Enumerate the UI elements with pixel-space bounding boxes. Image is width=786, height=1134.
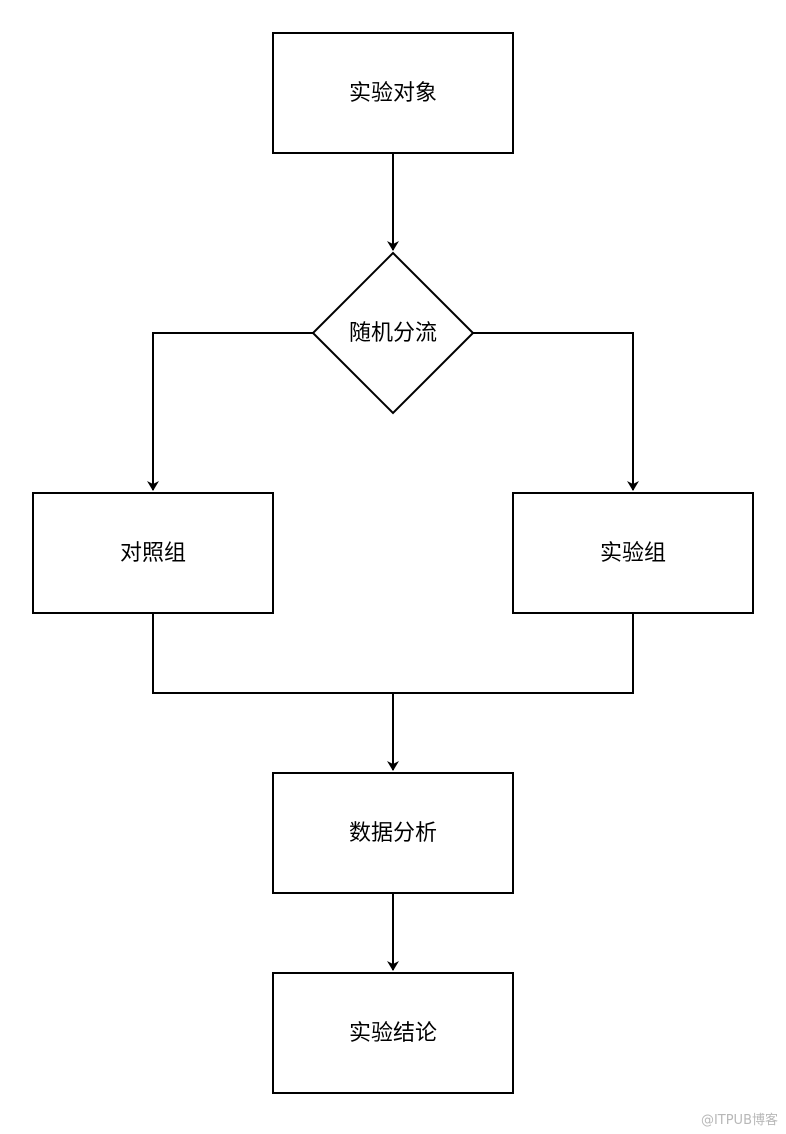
- node-randomize: 随机分流: [311, 251, 475, 415]
- node-analysis: 数据分析: [272, 772, 514, 894]
- watermark: @ITPUB博客: [700, 1113, 778, 1128]
- edge-randomize-to-control: [147, 332, 313, 491]
- edge-control-merge: [152, 613, 393, 694]
- edge-experiment-merge: [393, 613, 634, 694]
- node-randomize-diamond: [311, 251, 475, 415]
- node-subject: 实验对象: [272, 32, 514, 154]
- node-experiment: 实验组: [512, 492, 754, 614]
- node-randomize-label: 随机分流: [349, 321, 437, 346]
- node-subject-box: [272, 32, 514, 154]
- node-analysis-label: 数据分析: [349, 821, 437, 846]
- node-control-label: 对照组: [120, 541, 186, 566]
- node-conclusion-box: [272, 972, 514, 1094]
- node-control: 对照组: [32, 492, 274, 614]
- node-conclusion-label: 实验结论: [349, 1021, 437, 1046]
- edge-randomize-to-experiment: [473, 332, 639, 491]
- node-subject-label: 实验对象: [349, 81, 437, 106]
- node-conclusion: 实验结论: [272, 972, 514, 1094]
- node-control-box: [32, 492, 274, 614]
- node-experiment-box: [512, 492, 754, 614]
- node-experiment-label: 实验组: [600, 541, 666, 566]
